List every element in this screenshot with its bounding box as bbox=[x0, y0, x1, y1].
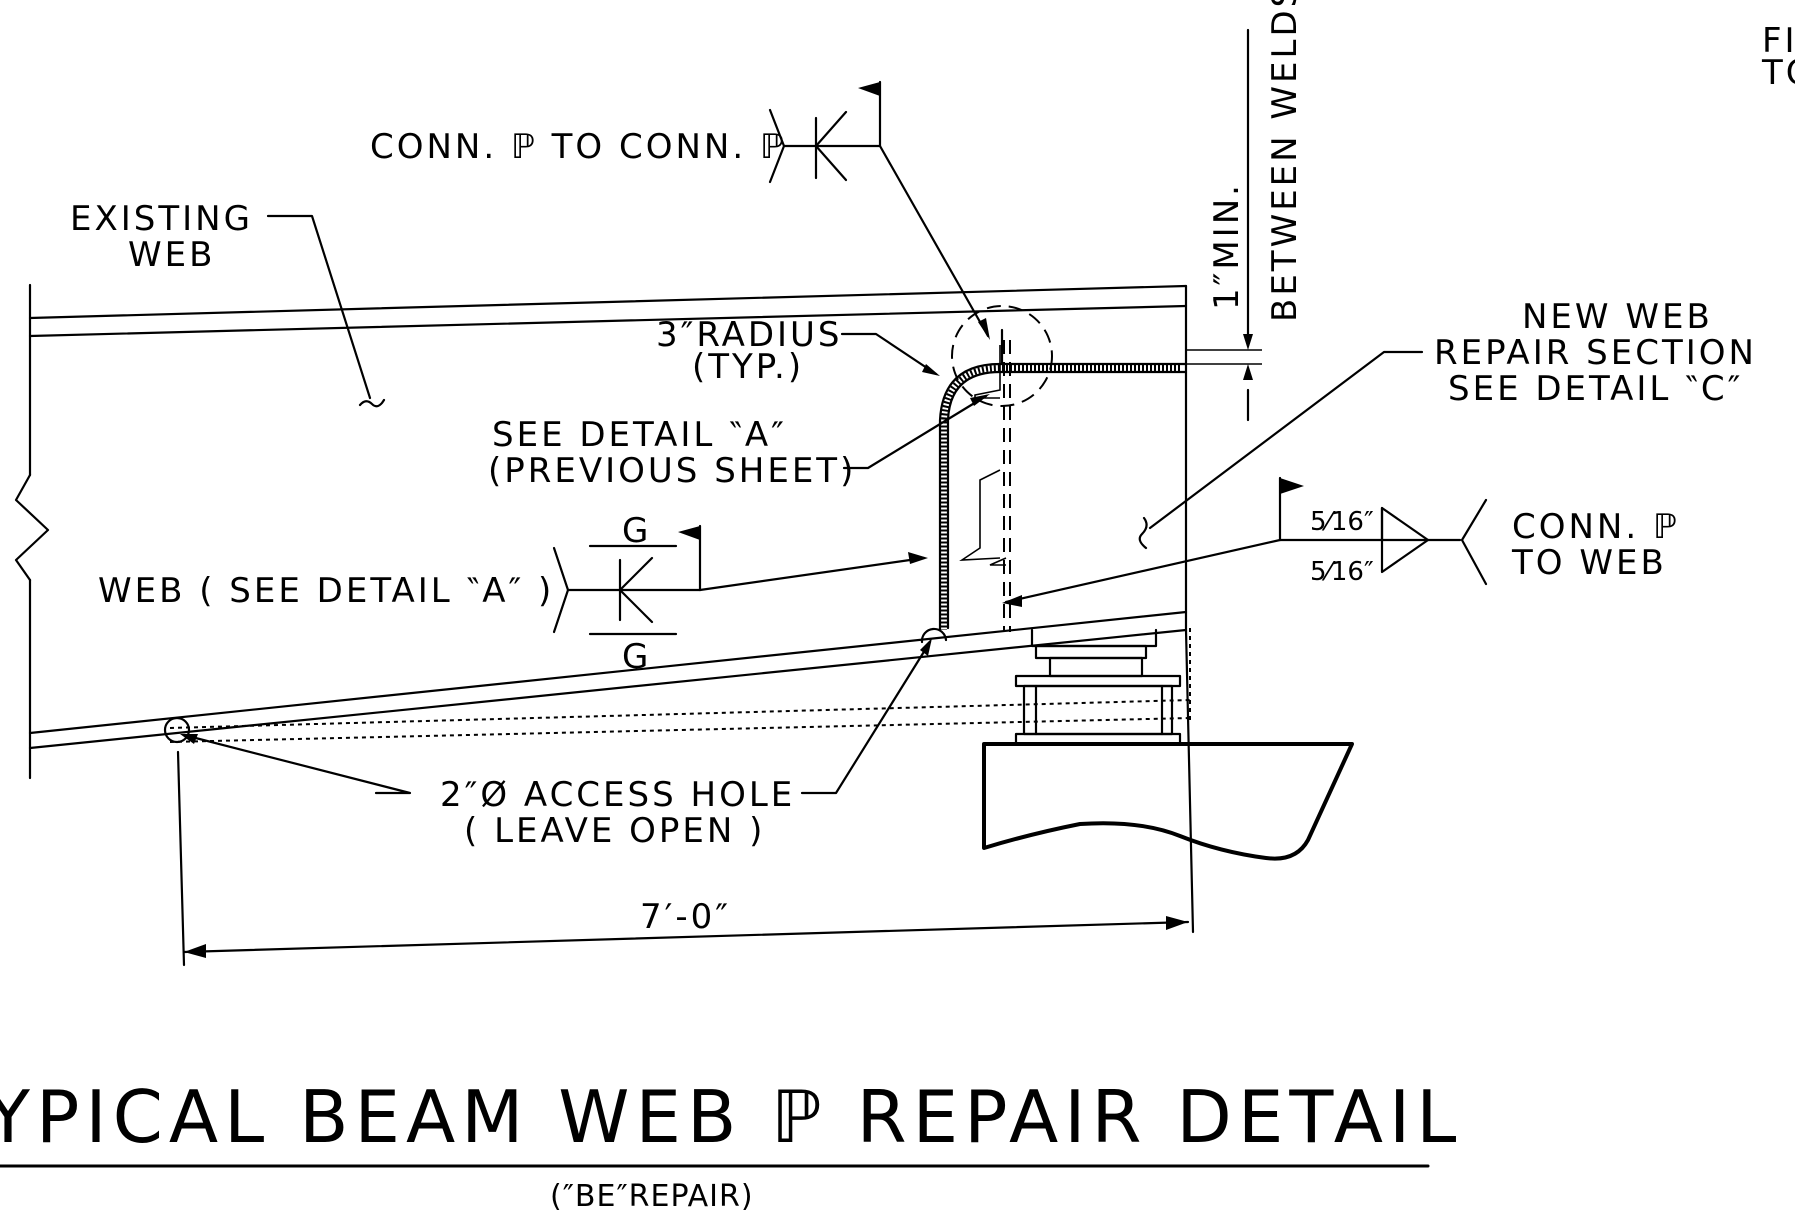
label-conn-to-web-2: TO WEB bbox=[1511, 543, 1667, 583]
label-conn-to-web-1: CONN. ℙ bbox=[1512, 507, 1680, 547]
corner-text-1: FI bbox=[1762, 21, 1795, 61]
label-see-detail-a-1: SEE DETAIL ‶A″ bbox=[492, 415, 787, 455]
drawing-subtitle: (″BE″REPAIR) bbox=[550, 1179, 754, 1214]
label-web-see-detail: WEB ( SEE DETAIL ‶A″ ) bbox=[98, 571, 554, 611]
weld-symbol-web bbox=[552, 524, 928, 636]
dotted-lines bbox=[169, 628, 1191, 743]
min-dimension bbox=[1186, 28, 1262, 422]
access-hole-left bbox=[163, 716, 191, 744]
detail-circle bbox=[951, 305, 1053, 407]
label-weld-size-bottom: 5⁄16″ bbox=[1310, 557, 1374, 587]
label-conn-pl-to-pl: CONN. ℙ TO CONN. ℙ bbox=[370, 127, 787, 167]
label-weld-g-bottom: G bbox=[622, 637, 651, 677]
label-see-detail-a-2: (PREVIOUS SHEET) bbox=[488, 451, 856, 491]
access-hole-plate bbox=[920, 627, 948, 644]
label-new-web-2: REPAIR SECTION bbox=[1434, 333, 1757, 373]
label-dimension: 7′-0″ bbox=[640, 897, 731, 937]
leaders bbox=[180, 214, 1424, 795]
label-access-hole-2: ( LEAVE OPEN ) bbox=[464, 811, 765, 851]
weld-symbol-conn-pl bbox=[768, 80, 990, 340]
bearing-assembly bbox=[982, 628, 1354, 861]
corner-text-2: TO bbox=[1761, 53, 1795, 93]
weld-symbol-fillet bbox=[1002, 476, 1488, 607]
label-weld-size-top: 5⁄16″ bbox=[1310, 507, 1374, 537]
length-dimension bbox=[176, 750, 1190, 967]
label-radius-1: 3″RADIUS bbox=[656, 315, 843, 355]
label-min-2: BETWEEN WELDS bbox=[1265, 0, 1305, 322]
drawing-title: YPICAL BEAM WEB ℙ REPAIR DETAIL bbox=[0, 1075, 1462, 1159]
label-min-1: 1″MIN. bbox=[1207, 182, 1247, 310]
label-existing-web-1: EXISTING bbox=[70, 199, 253, 239]
label-new-web-1: NEW WEB bbox=[1522, 297, 1713, 337]
existing-beam bbox=[14, 283, 1195, 934]
label-weld-g-top: G bbox=[622, 511, 651, 551]
label-radius-2: (TYP.) bbox=[692, 347, 804, 387]
label-new-web-3: SEE DETAIL ‶C″ bbox=[1448, 369, 1743, 409]
label-existing-web-2: WEB bbox=[128, 235, 215, 275]
label-access-hole-1: 2″Ø ACCESS HOLE bbox=[440, 775, 795, 815]
